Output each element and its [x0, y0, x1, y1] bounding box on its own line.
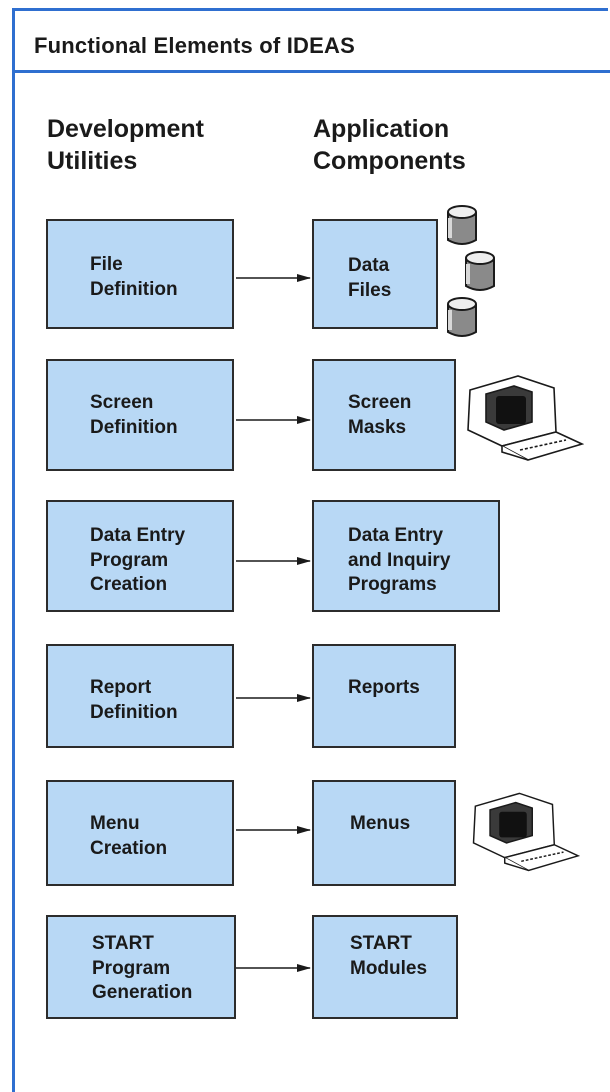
component-box-screen-masks: Screen Masks — [312, 359, 456, 471]
column-heading-development-utilities: Development Utilities — [47, 115, 204, 175]
utility-label: File Definition — [90, 254, 178, 300]
utility-box-data-entry-program-creation: Data Entry Program Creation — [46, 500, 234, 612]
component-label: Data Files — [348, 255, 392, 301]
column-heading-application-components: Application Components — [313, 115, 466, 175]
component-label: Screen Masks — [348, 392, 412, 438]
utility-label: Report Definition — [90, 677, 178, 723]
title-bar — [15, 11, 610, 73]
component-box-reports: Reports — [312, 644, 456, 748]
diagram-title: Functional Elements of IDEAS — [34, 33, 355, 58]
component-label: Menus — [350, 813, 411, 834]
terminal-icon — [472, 792, 580, 872]
utility-box-report-definition: Report Definition — [46, 644, 234, 748]
utility-label: Menu Creation — [90, 813, 168, 859]
component-label: Reports — [348, 677, 420, 698]
component-label: Data Entry and Inquiry Programs — [348, 525, 451, 595]
component-box-menus: Menus — [312, 780, 456, 886]
utility-box-menu-creation: Menu Creation — [46, 780, 234, 886]
utility-label: START Program Generation — [92, 933, 193, 1003]
diagram-frame — [12, 8, 608, 1092]
component-box-start-modules: START Modules — [312, 915, 458, 1019]
terminal-icon — [467, 375, 584, 461]
disk-pack-icon — [447, 205, 495, 337]
component-box-data-entry-and-inquiry-programs: Data Entry and Inquiry Programs — [312, 500, 500, 612]
utility-label: Data Entry Program Creation — [90, 525, 186, 595]
component-label: START Modules — [350, 933, 428, 979]
component-box-data-files: Data Files — [312, 219, 438, 329]
utility-box-start-program-generation: START Program Generation — [46, 915, 236, 1019]
utility-box-screen-definition: Screen Definition — [46, 359, 234, 471]
utility-box-file-definition: File Definition — [46, 219, 234, 329]
utility-label: Screen Definition — [90, 392, 178, 438]
